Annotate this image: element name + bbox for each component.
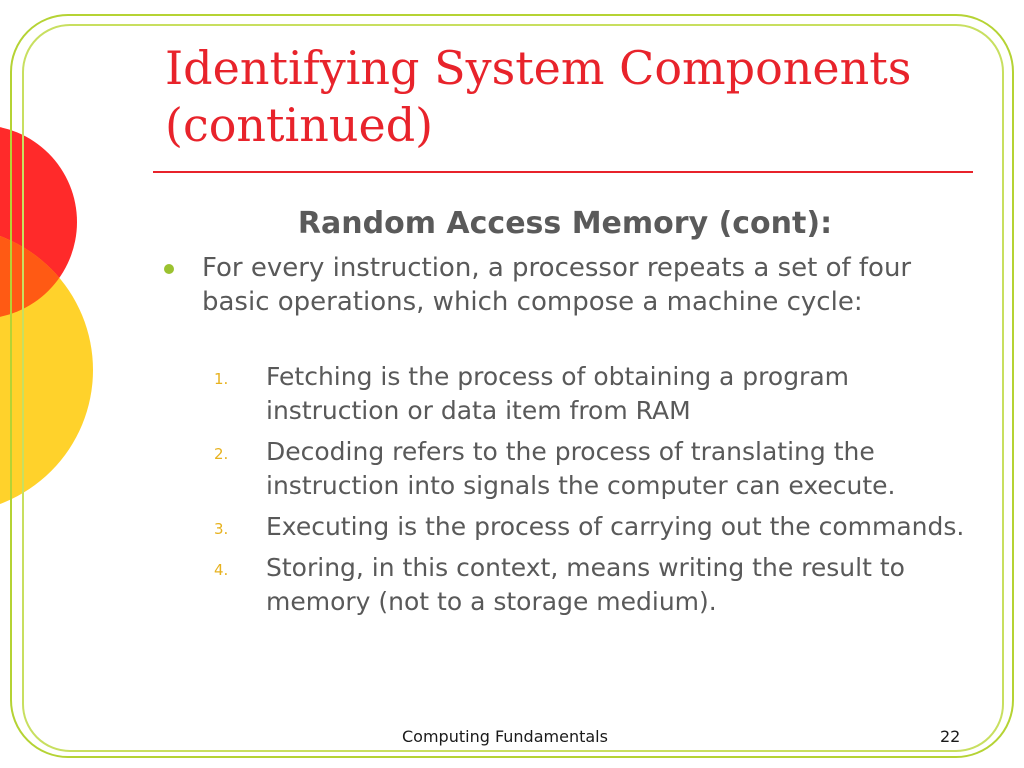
- list-number: 4.: [214, 561, 229, 579]
- section-subheading: Random Access Memory (cont):: [297, 206, 833, 241]
- page-number: 22: [940, 727, 961, 746]
- list-number: 3.: [214, 520, 229, 538]
- list-item-text: Decoding refers to the process of transl…: [266, 437, 896, 500]
- bullet-item: For every instruction, a processor repea…: [164, 251, 977, 319]
- list-item: 1. Fetching is the process of obtaining …: [214, 360, 976, 428]
- bullet-dot-icon: [164, 264, 174, 274]
- overlap-region: [0, 227, 77, 319]
- list-number: 1.: [214, 370, 229, 388]
- list-number: 2.: [214, 445, 229, 463]
- slide-frame-outer: [10, 14, 1014, 758]
- bullet-text: For every instruction, a processor repea…: [202, 253, 912, 317]
- numbered-list: 1. Fetching is the process of obtaining …: [214, 360, 976, 626]
- slide-frame-inner: [22, 24, 1004, 752]
- list-item-text: Executing is the process of carrying out…: [266, 512, 965, 541]
- slide-title: Identifying System Components (continued…: [165, 40, 985, 154]
- title-line-2: (continued): [165, 98, 434, 152]
- list-item: 3. Executing is the process of carrying …: [214, 510, 976, 544]
- list-item-text: Fetching is the process of obtaining a p…: [266, 362, 850, 425]
- title-divider: [153, 171, 973, 173]
- list-item: 2. Decoding refers to the process of tra…: [214, 435, 976, 503]
- list-item: 4. Storing, in this context, means writi…: [214, 551, 976, 619]
- footer-text: Computing Fundamentals: [402, 727, 608, 746]
- title-line-1: Identifying System Components: [165, 41, 912, 95]
- list-item-text: Storing, in this context, means writing …: [266, 553, 905, 616]
